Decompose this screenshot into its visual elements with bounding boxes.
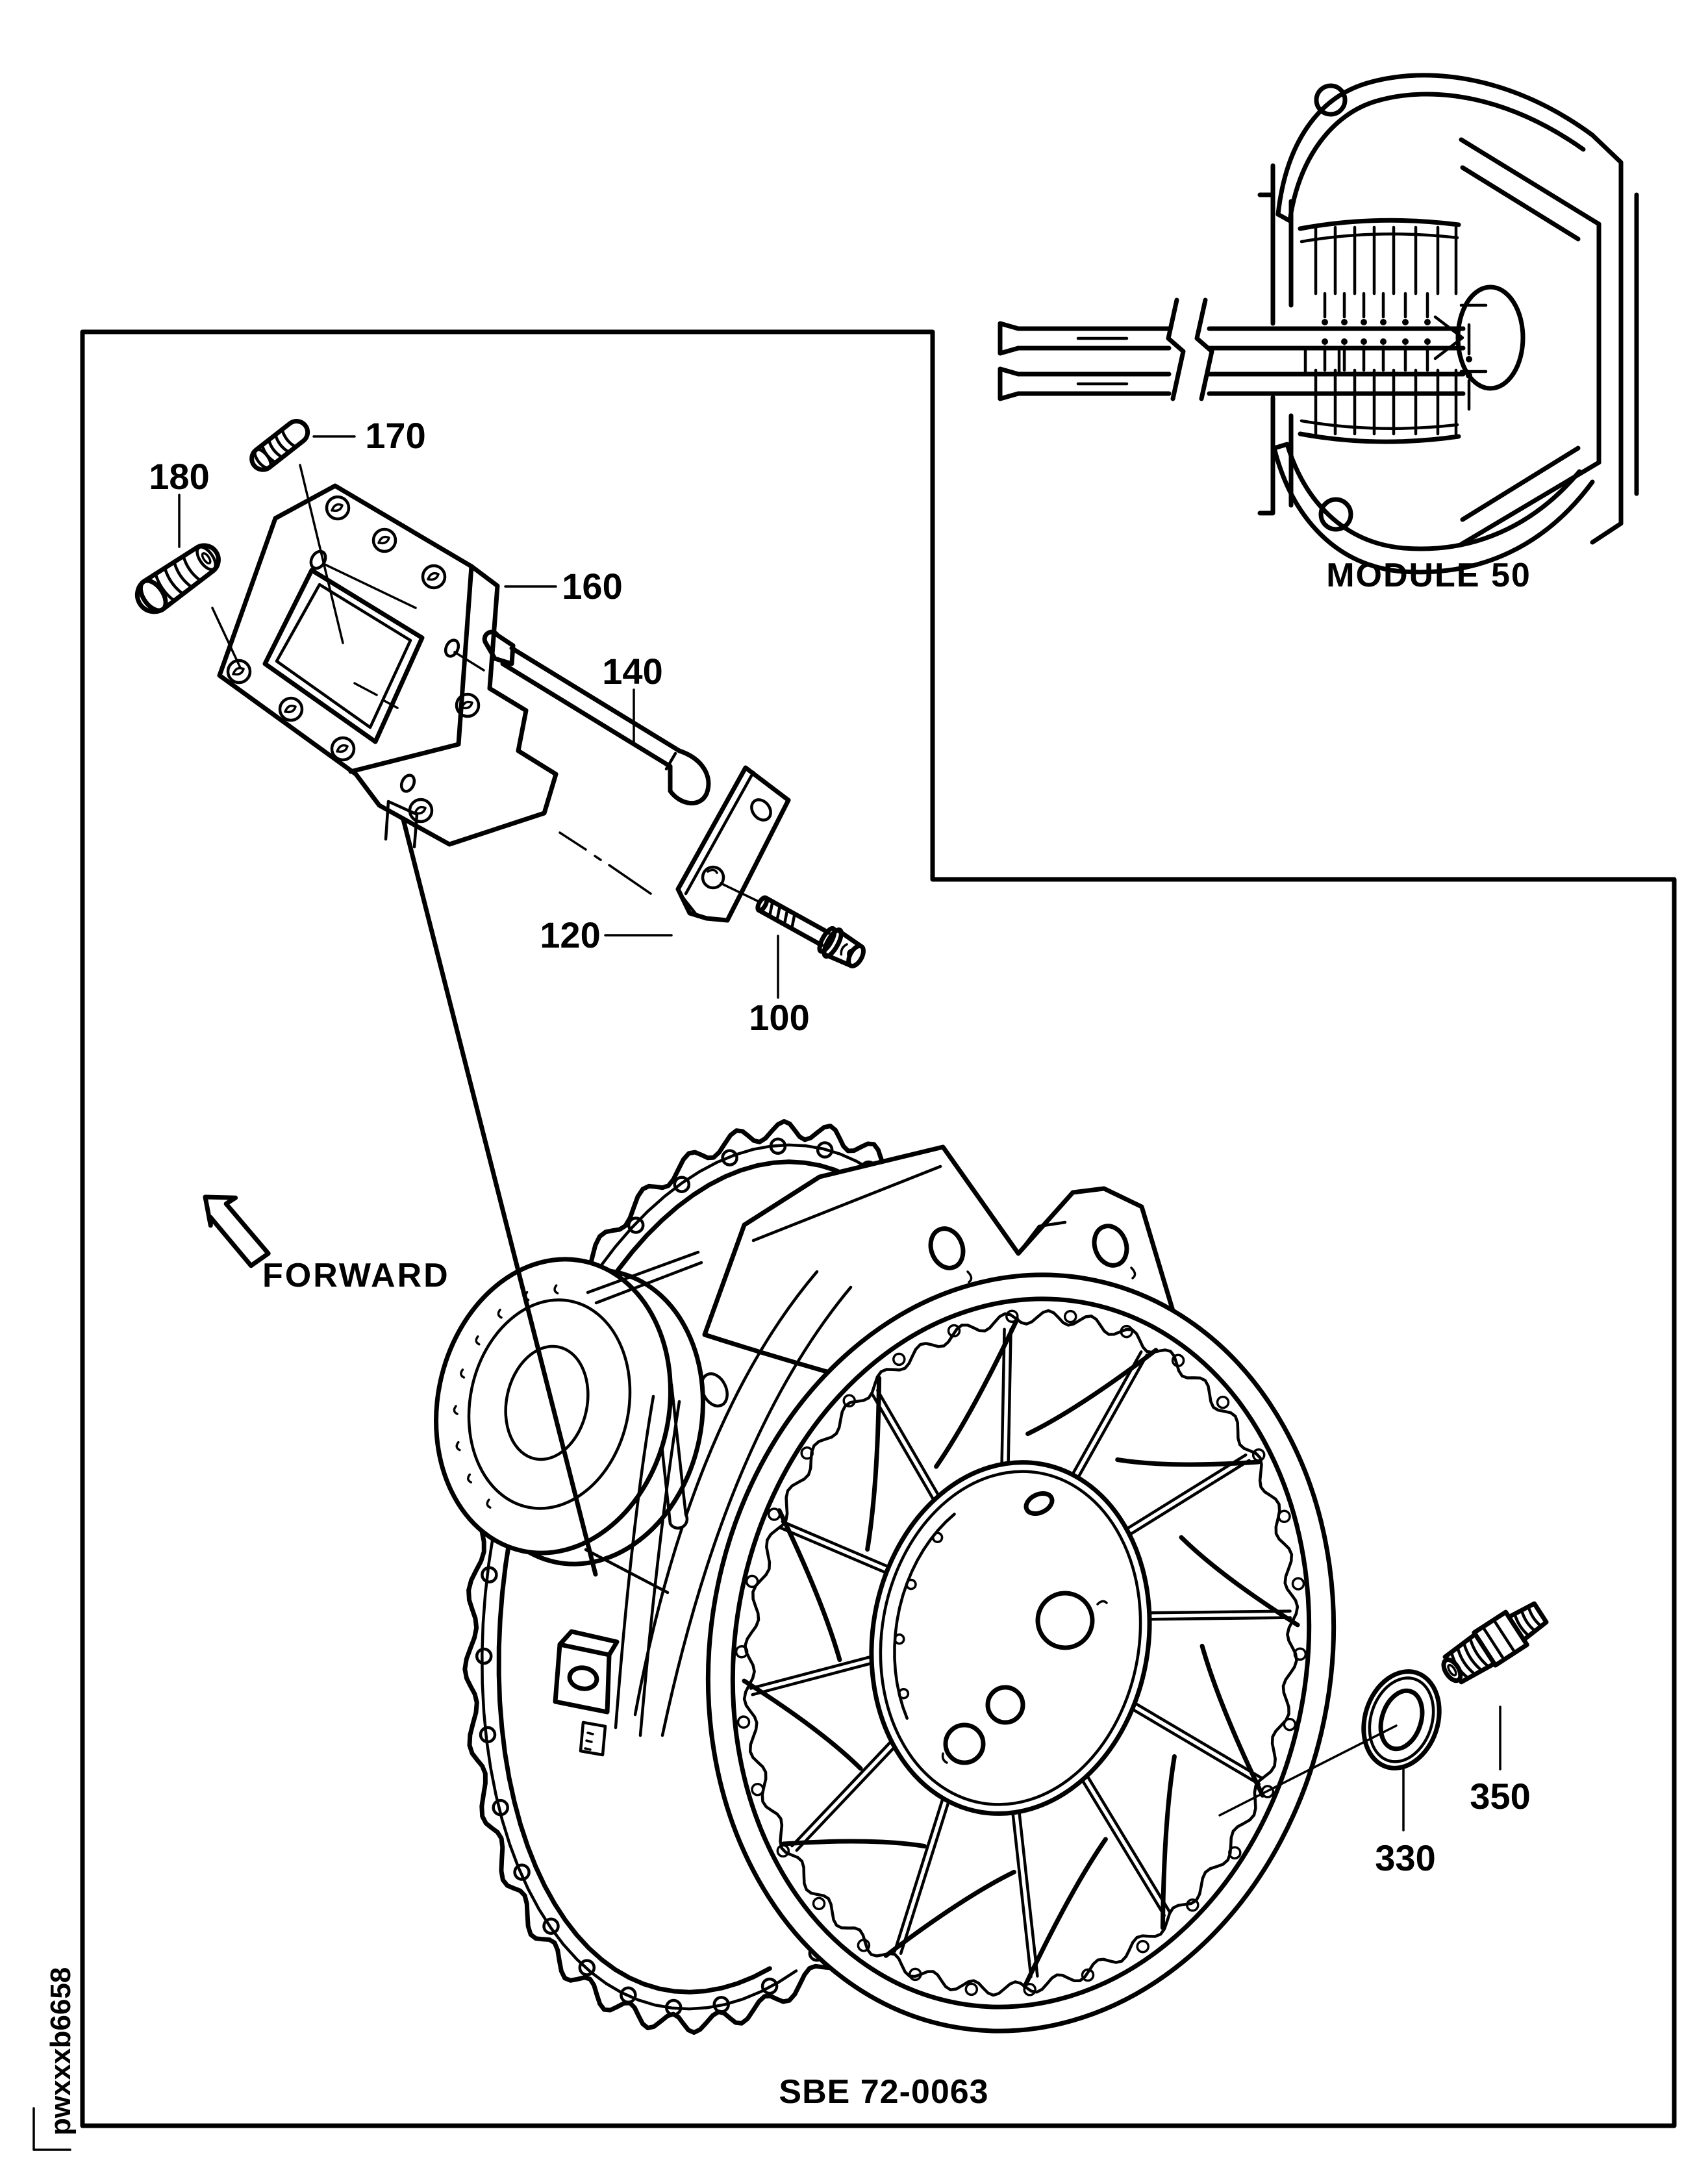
module-50-caption: MODULE 50 (1326, 557, 1531, 594)
bracket-120 (675, 765, 791, 923)
module-50-cross-section (998, 73, 1639, 575)
fan-hub (869, 1460, 1152, 1816)
plug-180 (134, 543, 221, 614)
callout-160: 160 (562, 566, 622, 607)
bolt-140 (453, 629, 711, 805)
plate-position-leader (381, 738, 598, 1577)
forward-arrow-icon (203, 1194, 271, 1268)
bolt-140-axis-dashes (559, 831, 652, 895)
doc-corner-mark (32, 2107, 71, 2151)
lower-blade-row (1314, 338, 1472, 436)
fitting-350 (1441, 1601, 1549, 1685)
figure-code: SBE 72-0063 (779, 2073, 988, 2111)
screw-170-axis (299, 464, 344, 644)
callout-leaders (178, 435, 1501, 1832)
plug-180-axis (211, 607, 242, 669)
upper-blade-row (1314, 225, 1472, 362)
callout-330: 330 (1375, 1837, 1435, 1878)
callout-170: 170 (365, 415, 425, 456)
callout-350: 350 (1470, 1776, 1530, 1817)
callout-140: 140 (602, 651, 662, 692)
callout-120: 120 (540, 914, 600, 955)
forward-label: FORWARD (262, 1257, 450, 1294)
flywheel-fan-assembly (434, 1119, 1337, 2035)
bolt-100 (720, 882, 866, 968)
figure-border-box (80, 329, 1677, 2128)
doc-code: pwxxxb6658 (45, 1967, 77, 2135)
adapter-plate-160 (217, 483, 559, 849)
washer-330 (1361, 1669, 1442, 1770)
callout-180: 180 (149, 456, 209, 497)
callout-100: 100 (749, 997, 809, 1038)
mount-boss (553, 1394, 681, 1757)
set-screw-170 (249, 419, 310, 472)
